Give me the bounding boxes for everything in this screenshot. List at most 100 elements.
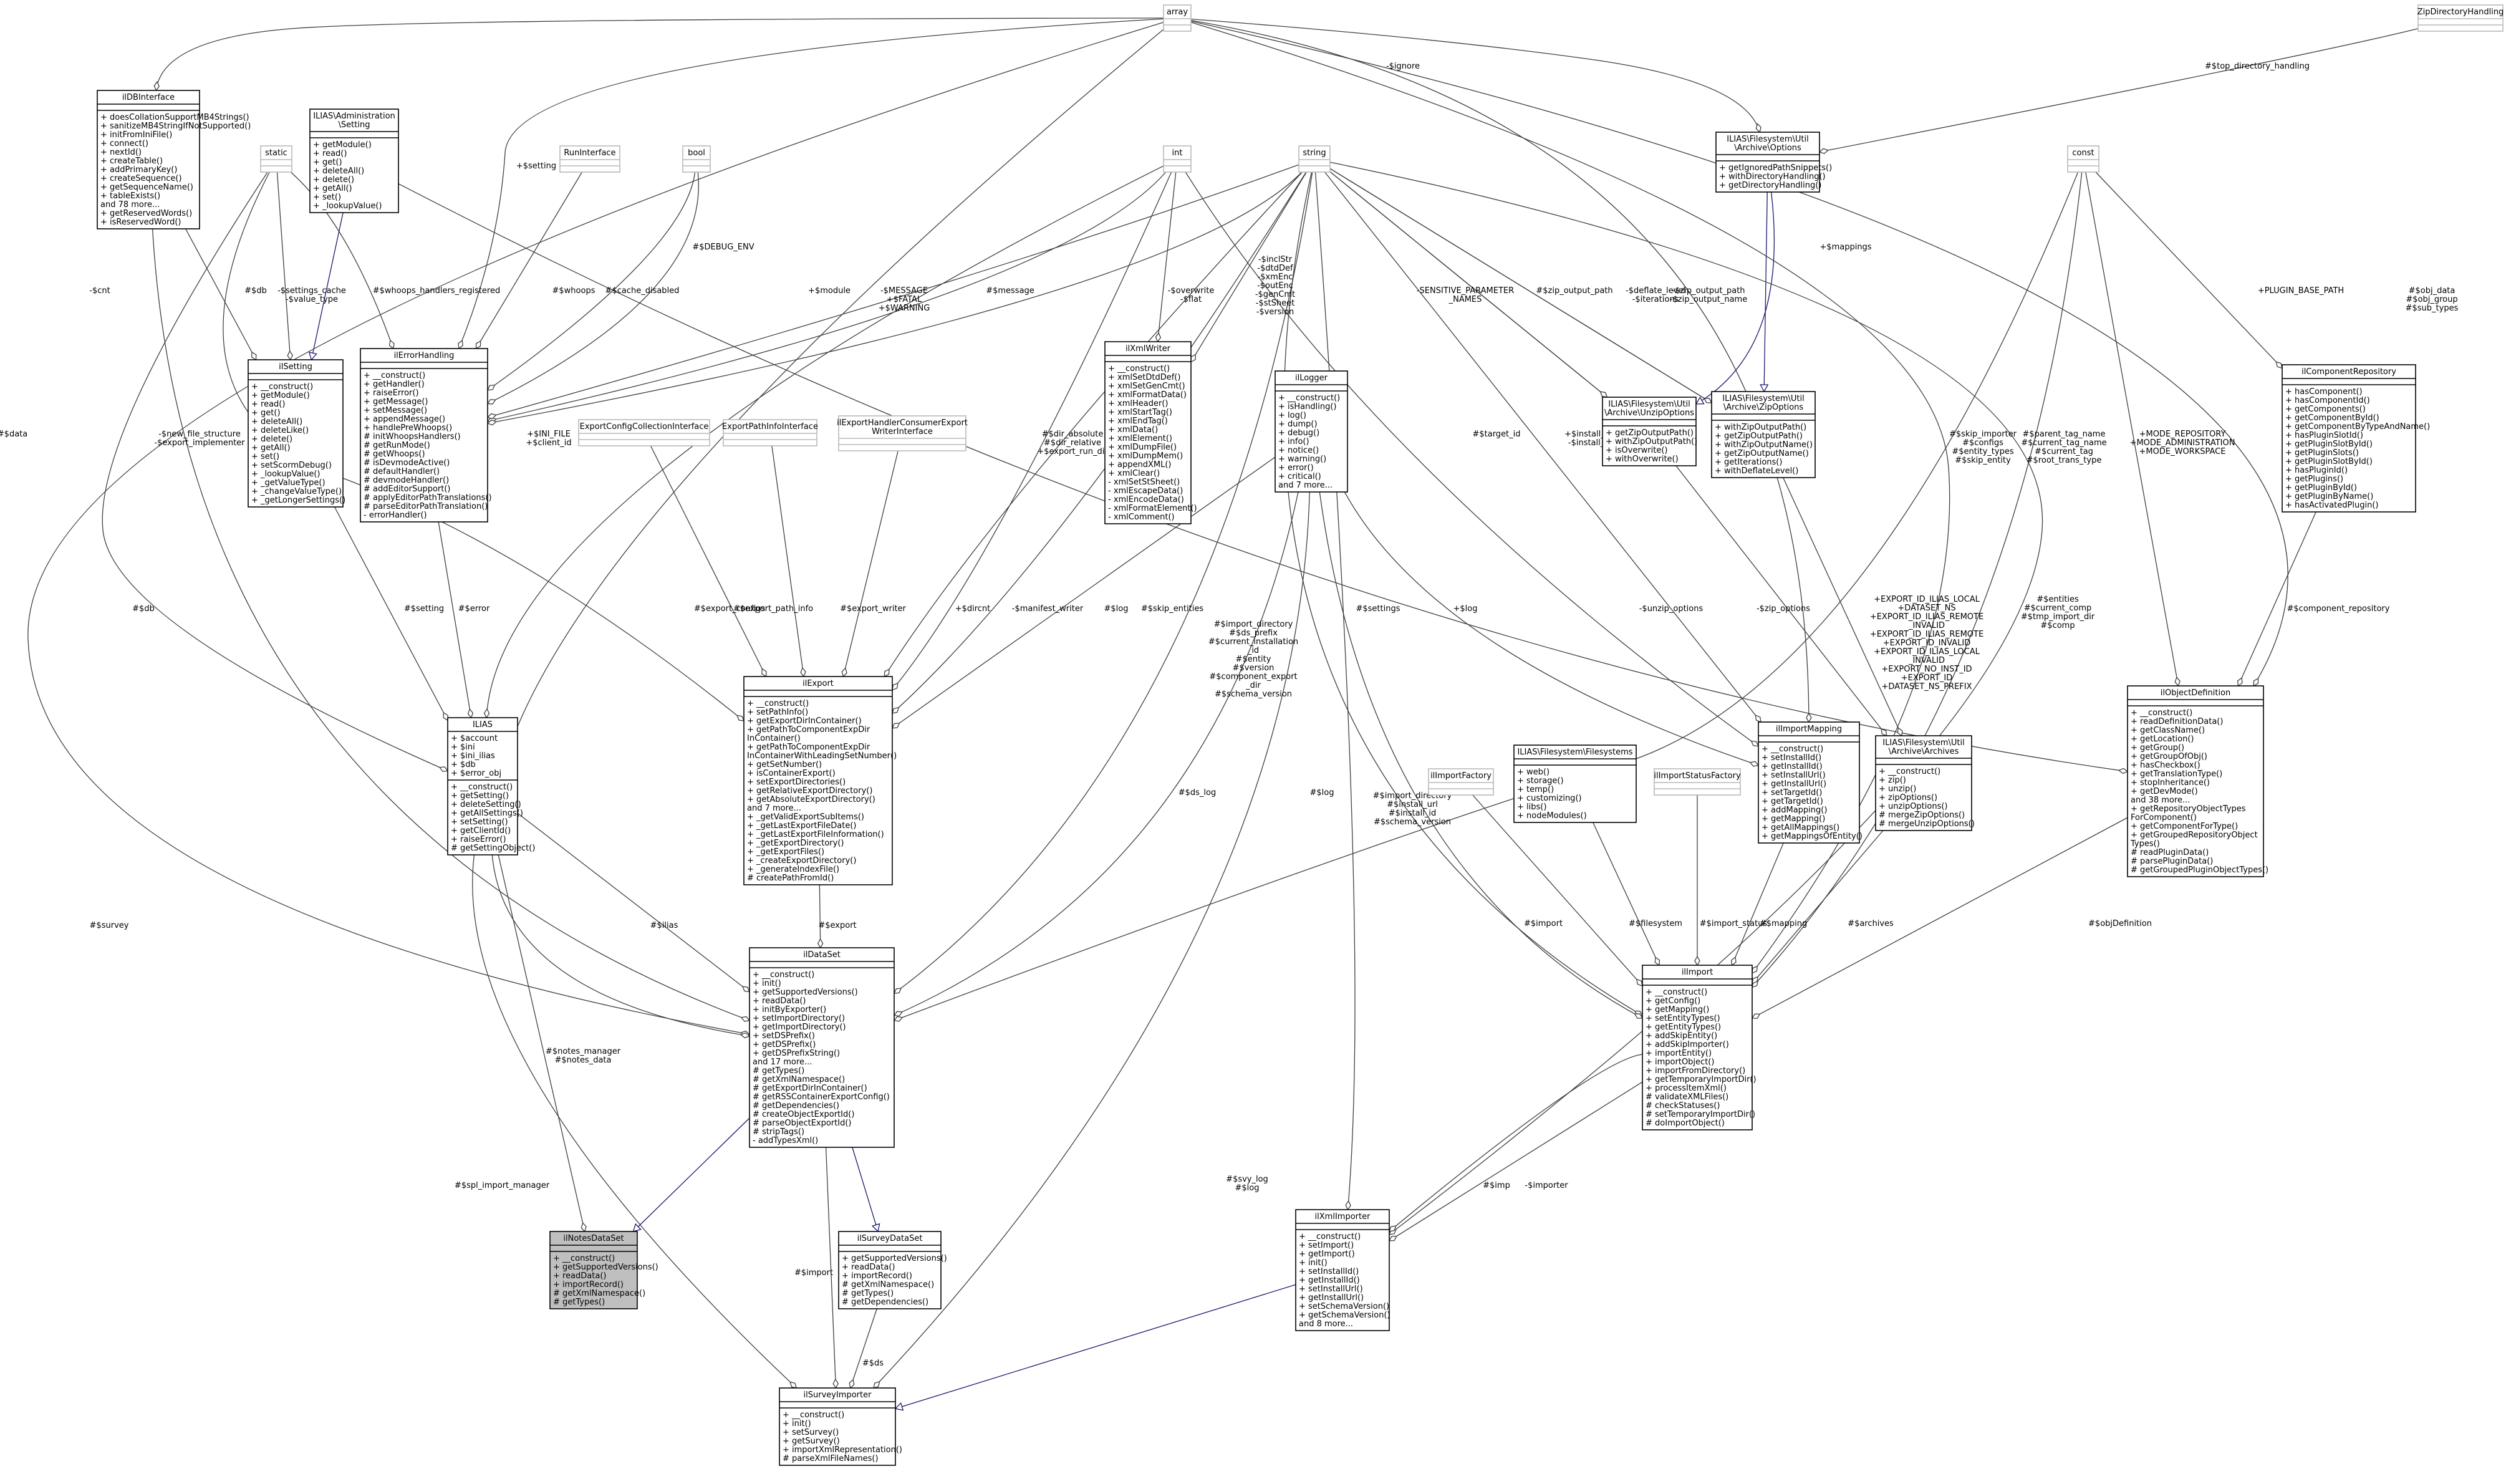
edge-label-line: #$skip_importer xyxy=(1949,430,2017,439)
class-method: + _getExportFiles() xyxy=(747,847,824,857)
class-method: + withZipOutputPath() xyxy=(1606,437,1697,446)
class-method: + hasComponent() xyxy=(2285,387,2363,397)
class-box-ilimportstatusfactory[interactable]: ilImportStatusFactory xyxy=(1654,768,1741,796)
class-box-ilobjectdef[interactable]: ilObjectDefinition+ __construct()+ readD… xyxy=(2127,685,2268,877)
class-method: + __construct() xyxy=(451,783,513,792)
association-edge-int-ilexport xyxy=(892,171,1172,690)
class-box-illogger[interactable]: ilLogger+ __construct()+ isHandling()+ l… xyxy=(1275,370,1348,493)
class-box-ilxmlwriter[interactable]: ilXmlWriter+ __construct()+ xmlSetDtdDef… xyxy=(1104,341,1197,524)
class-box-ilexport[interactable]: ilExport+ __construct()+ setPathInfo()+ … xyxy=(743,676,897,885)
edge-label: #$export_writer xyxy=(840,604,906,614)
class-method: + getDSPrefix() xyxy=(753,1040,816,1049)
class-method: + addSkipImporter() xyxy=(1646,1040,1729,1049)
class-box-array[interactable]: array xyxy=(1163,4,1192,32)
edge-label-line: #$whoops xyxy=(552,286,595,296)
class-method: # getDependencies() xyxy=(842,1298,928,1307)
class-box-ilias[interactable]: ILIAS+ $account+ $ini+ $ini_ilias+ $db+ … xyxy=(447,717,535,855)
association-edge-array-ildbinterface xyxy=(155,17,1164,91)
association-edge-string-zipoptions xyxy=(1329,168,1712,403)
edge-label: #$zip_output_path xyxy=(1536,286,1612,296)
class-method: + unzip() xyxy=(1879,784,1916,794)
aggregation-diamond xyxy=(1806,712,1812,723)
aggregation-diamond xyxy=(1345,1200,1351,1211)
class-box-ilcomponentrepo[interactable]: ilComponentRepository+ hasComponent()+ h… xyxy=(2282,364,2430,513)
class-method: + initByExporter() xyxy=(753,1005,826,1014)
class-method: + libs() xyxy=(1517,802,1546,812)
aggregation-diamond xyxy=(1388,1235,1397,1241)
class-method: # getXmlNamespace() xyxy=(753,1075,845,1084)
class-method: + getDSPrefixString() xyxy=(753,1049,840,1058)
class-method: + getClassName() xyxy=(2131,726,2205,735)
class-method: + __construct() xyxy=(1278,393,1340,403)
aggregation-diamond xyxy=(475,340,481,350)
class-box-archiveoptions[interactable]: ILIAS\Filesystem\Util\Archive\Options+ g… xyxy=(1715,132,1832,193)
class-method: # mergeUnzipOptions() xyxy=(1879,819,1975,829)
class-method: + getTargetId() xyxy=(1762,797,1823,806)
edge-label-line: -$version xyxy=(1256,307,1294,317)
class-method: + readData() xyxy=(842,1263,895,1272)
class-box-exportconfig[interactable]: ExportConfigCollectionInterface xyxy=(578,419,710,446)
class-method: ForComponent() xyxy=(2131,813,2197,822)
class-method: + appendMessage() xyxy=(364,415,445,424)
class-box-ilnotesdataset[interactable]: ilNotesDataSet+ __construct()+ getSuppor… xyxy=(549,1231,658,1309)
class-box-ilsurveyimporter[interactable]: ilSurveyImporter+ __construct()+ init()+… xyxy=(779,1387,902,1466)
class-box-ildbinterface[interactable]: ilDBInterface+ doesCollationSupportMB4St… xyxy=(97,90,251,229)
edge-label-line: -$ignore xyxy=(1386,62,1420,71)
class-method: + setSetting() xyxy=(451,817,508,827)
edge-label-line: #$comp xyxy=(2040,621,2075,630)
class-box-ildataset[interactable]: ilDataSet+ __construct()+ init()+ getSup… xyxy=(749,947,895,1148)
class-box-ilxmlimporter[interactable]: ilXmlImporter+ __construct()+ setImport(… xyxy=(1295,1209,1390,1331)
class-box-iliasfilesystems[interactable]: ILIAS\Filesystem\Filesystems+ web()+ sto… xyxy=(1513,744,1637,823)
class-box-zipdirhandling[interactable]: ZipDirectoryHandling xyxy=(2417,4,2504,32)
edge-label-line: +EXPORT_ID xyxy=(1901,673,1952,683)
class-box-exportpathinfo[interactable]: ExportPathInfoInterface xyxy=(722,419,818,446)
class-box-ilsurveydataset[interactable]: ilSurveyDataSet+ getSupportedVersions()+… xyxy=(838,1231,947,1309)
aggregation-diamond xyxy=(1654,956,1660,966)
class-box-ilimport[interactable]: ilImport+ __construct()+ getConfig()+ ge… xyxy=(1642,965,1757,1130)
class-box-archives[interactable]: ILIAS\Filesystem\Util\Archive\Archives+ … xyxy=(1875,735,1975,831)
edge-label: #$ds xyxy=(862,1359,884,1368)
class-method: + getPlugins() xyxy=(2285,475,2343,484)
class-box-bool[interactable]: bool xyxy=(682,145,711,173)
class-method: + _getExportDirectory() xyxy=(747,839,844,848)
class-box-string[interactable]: string xyxy=(1298,145,1331,173)
class-box-int[interactable]: int xyxy=(1163,145,1192,173)
association-edge-array-ilerrorhandling xyxy=(458,18,1164,349)
edge-label: #$settings xyxy=(1356,604,1400,614)
class-box-iliasadminsetting[interactable]: ILIAS\Administration\Setting+ getModule(… xyxy=(309,108,399,213)
class-box-const[interactable]: const xyxy=(2067,145,2099,173)
class-method: + getReservedWords() xyxy=(100,209,192,218)
edge-label: #$db xyxy=(244,286,267,296)
class-method: + __construct() xyxy=(2131,708,2192,718)
class-box-ilsetting[interactable]: ilSetting+ __construct()+ getModule()+ r… xyxy=(248,359,345,508)
class-box-zipoptions[interactable]: ILIAS\Filesystem\Util\Archive\ZipOptions… xyxy=(1711,391,1816,478)
edge-label-line: #$settings xyxy=(1356,604,1400,614)
class-frame xyxy=(1513,744,1637,823)
class-method: + getConfig() xyxy=(1646,996,1700,1006)
class-method: + dump() xyxy=(1278,420,1318,429)
class-box-runinterface[interactable]: RunInterface xyxy=(559,145,620,173)
class-box-static[interactable]: static xyxy=(260,145,292,173)
class-box-ilimportfactory[interactable]: ilImportFactory xyxy=(1428,768,1494,796)
class-method: # getXmlNamespace() xyxy=(553,1289,645,1298)
aggregation-diamond xyxy=(486,399,496,405)
class-box-ilerrorhandling[interactable]: ilErrorHandling+ __construct()+ getHandl… xyxy=(360,348,492,523)
class-method: + getGroupedRepositoryObject xyxy=(2131,831,2258,840)
aggregation-diamond xyxy=(1388,1225,1397,1232)
aggregation-diamond xyxy=(2237,677,2243,687)
edge-label: -$settings_cache-$value_type xyxy=(277,286,346,304)
class-box-unzipoptions[interactable]: ILIAS\Filesystem\Util\Archive\UnzipOptio… xyxy=(1602,397,1697,466)
association-edge-ilias-ilsurveyimporter xyxy=(472,854,797,1389)
edge-label-line: -$importer xyxy=(1525,1181,1568,1190)
class-method: + isOverwrite() xyxy=(1606,446,1668,455)
class-title: ilImport xyxy=(1682,968,1713,977)
edge-label: #$parent_tag_name#$current_tag_name#$cur… xyxy=(2021,430,2106,465)
class-box-ilimportmapping[interactable]: ilImportMapping+ __construct()+ setInsta… xyxy=(1758,721,1863,844)
class-method: + _getLastExportFileInformation() xyxy=(747,830,884,839)
class-method: + set() xyxy=(251,452,279,461)
class-method: + delete() xyxy=(313,175,354,185)
edge-label-line: #$export_writer xyxy=(840,604,906,614)
class-method: + setSurvey() xyxy=(783,1428,839,1437)
class-box-exporthandler[interactable]: ilExportHandlerConsumerExportWriterInter… xyxy=(837,415,968,451)
